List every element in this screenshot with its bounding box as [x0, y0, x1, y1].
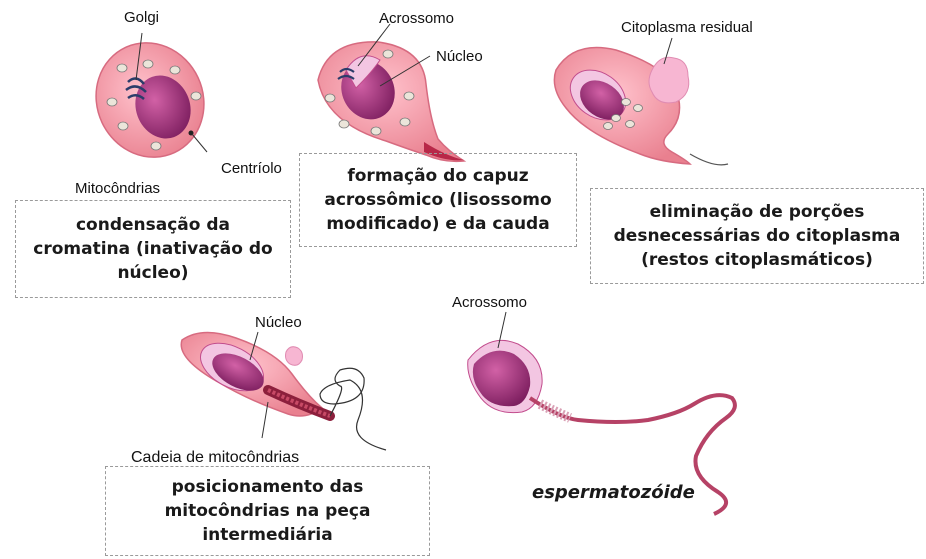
- residual-cytoplasm-body: [286, 347, 303, 366]
- label-espermatozoide: espermatozóide: [532, 482, 695, 503]
- label-mitocondrias: Mitocôndrias: [75, 180, 160, 198]
- flagellum: [320, 368, 386, 450]
- elongating-spermatid-cell: [554, 38, 728, 165]
- caption-stage4: posicionamento das mitocôndrias na peça …: [105, 466, 430, 556]
- caption-stage2: formação do capuz acrossômico (lisossomo…: [299, 153, 577, 247]
- caption-stage1: condensação da cromatina (inativação do …: [15, 200, 291, 298]
- mitochondria-positioning-cell: [181, 332, 386, 450]
- label-nucleo-2: Núcleo: [255, 314, 302, 332]
- label-citoplasma-residual: Citoplasma residual: [621, 19, 753, 37]
- label-golgi: Golgi: [124, 9, 159, 27]
- label-cadeia-mitocondrias: Cadeia de mitocôndrias: [131, 449, 299, 467]
- caption-stage1-text: condensação da cromatina (inativação do …: [33, 213, 272, 285]
- residual-cytoplasm-body: [649, 57, 689, 103]
- label-acrossomo: Acrossomo: [379, 10, 454, 28]
- label-centriolo: Centríolo: [221, 160, 282, 178]
- caption-stage2-text: formação do capuz acrossômico (lisossomo…: [324, 164, 551, 236]
- centriole-pointer: [192, 134, 207, 152]
- flagellum: [690, 154, 728, 165]
- mitochondria-chain-pointer: [262, 402, 268, 438]
- round-spermatid-cell: [77, 25, 222, 175]
- label-acrossomo-2: Acrossomo: [452, 294, 527, 312]
- acrosome-forming-cell: [318, 24, 464, 161]
- caption-stage3: eliminação de porções desnecessárias do …: [590, 188, 924, 284]
- caption-stage3-text: eliminação de porções desnecessárias do …: [614, 200, 901, 272]
- caption-stage4-text: posicionamento das mitocôndrias na peça …: [165, 475, 371, 547]
- label-nucleo: Núcleo: [436, 48, 483, 66]
